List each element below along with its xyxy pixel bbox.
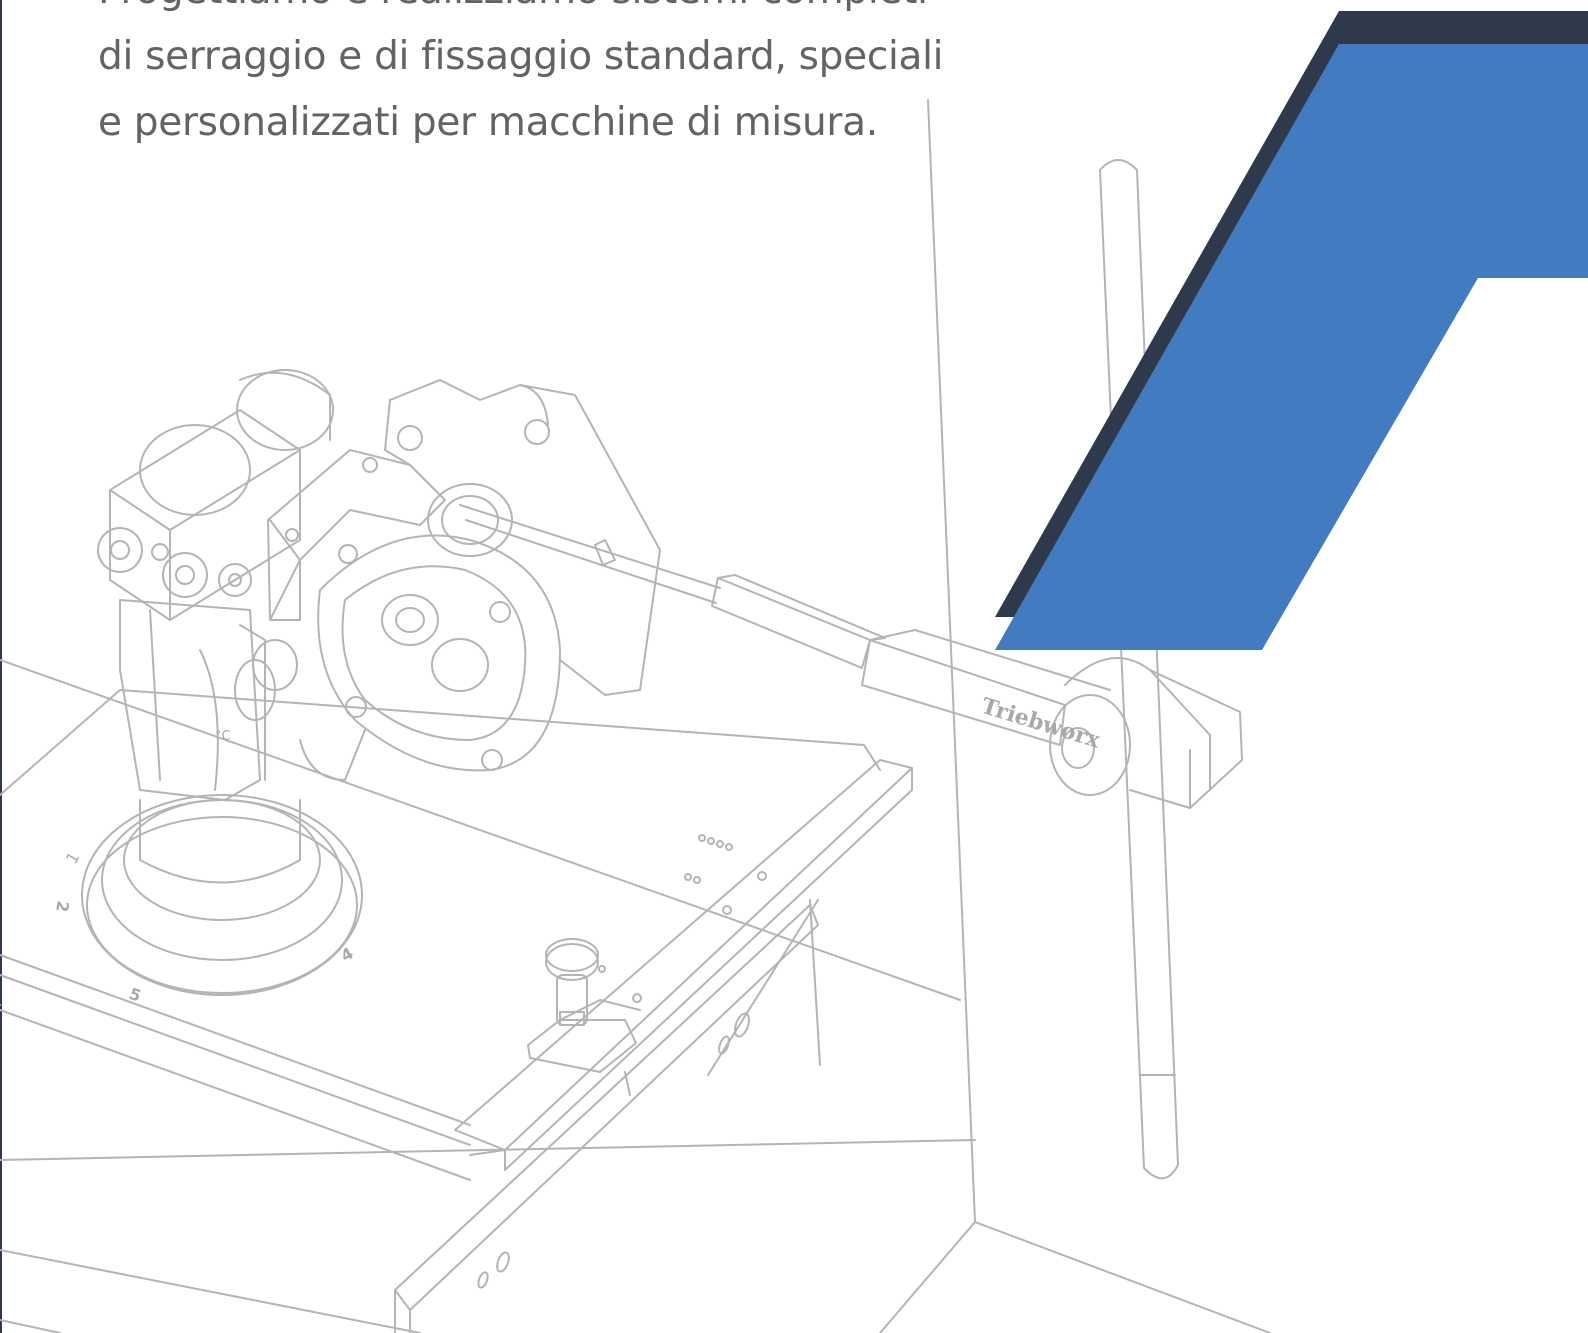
accent-blue-band bbox=[995, 44, 1588, 650]
probe-arm bbox=[459, 504, 1243, 809]
rotary-base bbox=[81, 794, 363, 996]
workpiece-housing bbox=[267, 379, 661, 781]
clamp-column bbox=[97, 369, 334, 801]
dial-number-5: 5 bbox=[127, 984, 144, 1006]
intro-line-1: Progettiamo e realizziamo sistemi comple… bbox=[98, 0, 928, 24]
temperature-mark: °C bbox=[215, 729, 231, 744]
intro-paragraph: Progettiamo e realizziamo sistemi comple… bbox=[98, 0, 944, 156]
brand-engraving: Triebworx bbox=[978, 693, 1104, 754]
dial-number-2: 2 bbox=[52, 899, 73, 913]
intro-line-2: di serraggio e di fissaggio standard, sp… bbox=[98, 34, 944, 79]
base-table bbox=[0, 689, 881, 1181]
vertical-rod bbox=[1099, 159, 1179, 1180]
dial-number-4: 4 bbox=[338, 943, 357, 965]
dial-number-1: 1 bbox=[62, 849, 84, 867]
intro-line-3: e personalizzati per macchine di misura. bbox=[98, 100, 878, 145]
left-edge-rule bbox=[0, 0, 2, 1333]
rail-clamp bbox=[527, 938, 641, 1096]
background-walls bbox=[0, 99, 1271, 1333]
slotted-rail bbox=[394, 759, 913, 1333]
